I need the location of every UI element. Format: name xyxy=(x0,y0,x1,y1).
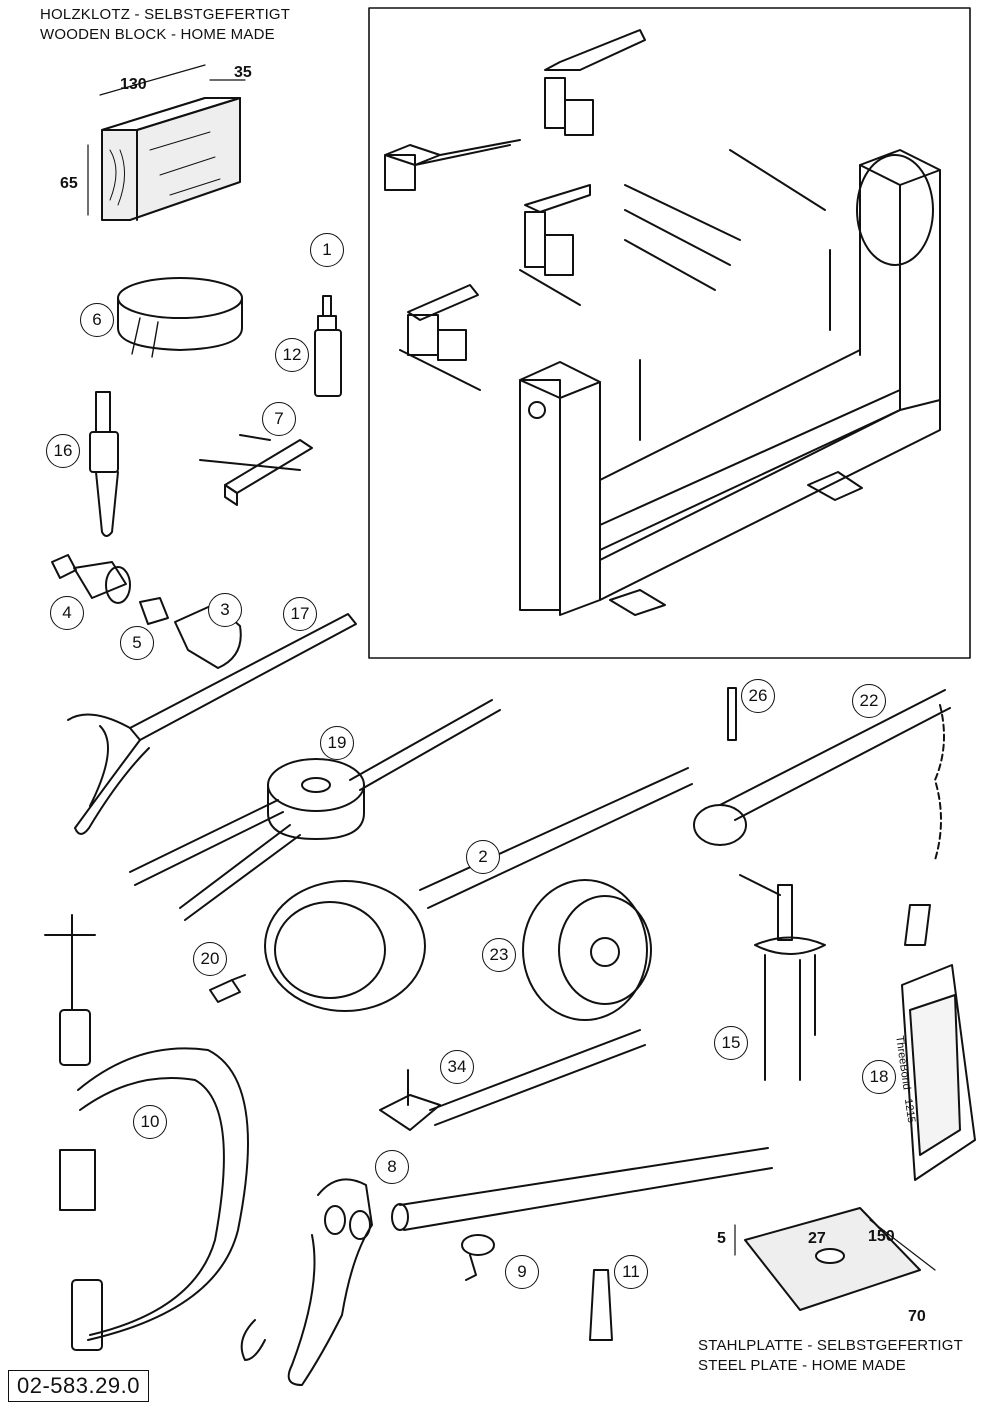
part-number-17: 17 xyxy=(283,597,317,631)
steel-plate-caption-en: STEEL PLATE - HOME MADE xyxy=(698,1357,906,1374)
wooden-block-caption-de: HOLZKLOTZ - SELBSTGEFERTIGT xyxy=(40,6,291,23)
tool-7 xyxy=(199,434,313,506)
part-number-1: 1 xyxy=(310,233,344,267)
tool-9 xyxy=(461,1234,495,1281)
part-number-16: 16 xyxy=(46,434,80,468)
chain-holder-22 xyxy=(693,689,951,861)
tool-8 xyxy=(240,1147,773,1386)
steel-plate-caption-de: STAHLPLATTE - SELBSTGEFERTIGT xyxy=(698,1337,964,1354)
document-number: 02-583.29.0 xyxy=(8,1370,149,1402)
wooden-block-drawing xyxy=(87,64,246,221)
sealant-tube-18 xyxy=(901,904,976,1181)
sealant-bottle-12 xyxy=(314,295,342,397)
part-number-2: 2 xyxy=(466,840,500,874)
tool-19 xyxy=(129,699,501,921)
puller-15 xyxy=(739,874,826,1081)
steel-plate-drawing xyxy=(734,1207,936,1311)
block-length-dimension: 130 xyxy=(120,76,147,93)
disk-23 xyxy=(522,879,652,1021)
part-number-4: 4 xyxy=(50,596,84,630)
adapter-set-4-5-3 xyxy=(51,554,242,669)
part-number-26: 26 xyxy=(741,679,775,713)
tool-34 xyxy=(379,1029,646,1131)
engine-stand-parts xyxy=(384,29,941,616)
part-number-6: 6 xyxy=(80,303,114,337)
screw-20 xyxy=(209,974,246,1003)
plate-thickness-dimension: 5 xyxy=(717,1230,726,1247)
part-number-19: 19 xyxy=(320,726,354,760)
part-number-23: 23 xyxy=(482,938,516,972)
part-number-5: 5 xyxy=(120,626,154,660)
part-number-3: 3 xyxy=(208,593,242,627)
plate-length-dimension: 150 xyxy=(868,1228,895,1245)
engine-stand-frame xyxy=(368,7,971,659)
spanner-2 xyxy=(264,767,693,1012)
tool-11 xyxy=(589,1269,613,1341)
c-clamp-10 xyxy=(44,914,249,1351)
ring-tool-6 xyxy=(117,277,243,358)
part-number-8: 8 xyxy=(375,1150,409,1184)
fork-tool-17 xyxy=(67,613,357,835)
block-height-dimension: 65 xyxy=(60,175,78,192)
block-width-dimension: 35 xyxy=(234,64,252,81)
plate-hole-dimension: 27 xyxy=(808,1230,826,1247)
part-number-9: 9 xyxy=(505,1255,539,1289)
plate-width-dimension: 70 xyxy=(908,1308,926,1325)
part-number-18: 18 xyxy=(862,1060,896,1094)
part-number-34: 34 xyxy=(440,1050,474,1084)
part-number-10: 10 xyxy=(133,1105,167,1139)
part-number-11: 11 xyxy=(614,1255,648,1289)
part-number-22: 22 xyxy=(852,684,886,718)
part-number-7: 7 xyxy=(262,402,296,436)
pin-26 xyxy=(727,687,737,741)
wooden-block-caption-en: WOODEN BLOCK - HOME MADE xyxy=(40,26,275,43)
part-number-20: 20 xyxy=(193,942,227,976)
part-number-15: 15 xyxy=(714,1026,748,1060)
part-number-12: 12 xyxy=(275,338,309,372)
puller-16 xyxy=(89,391,119,537)
